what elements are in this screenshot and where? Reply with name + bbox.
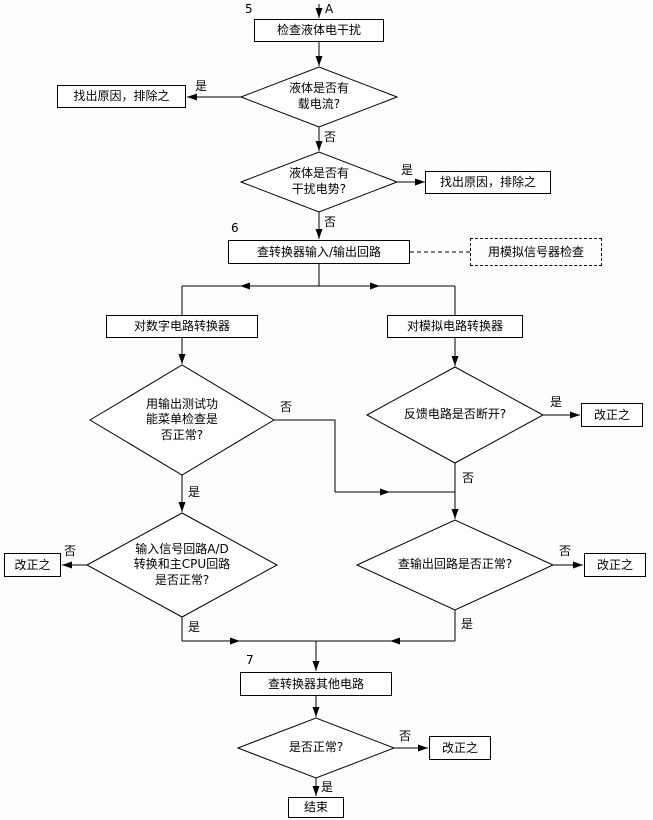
decision-diamond-shapes — [85, 66, 555, 779]
branch-no-d2: 否 — [324, 215, 337, 229]
branch-no-d6: 否 — [64, 544, 77, 558]
branch-no-d5: 否 — [559, 544, 572, 558]
diamond-output-test — [89, 364, 275, 476]
node-fix-final: 改正之 — [429, 736, 491, 760]
page-connector-a: A — [325, 2, 334, 16]
branch-no-d4: 否 — [462, 471, 475, 485]
diamond-has-current — [239, 66, 399, 128]
branch-yes-d1: 是 — [195, 79, 208, 93]
node-find-cause-right: 找出原因，排除之 — [425, 171, 551, 194]
node-check-other-circuits: 查转换器其他电路 — [240, 672, 392, 696]
node-check-io-circuit: 查转换器输入/输出回路 — [228, 240, 410, 264]
diamond-final-check — [236, 717, 396, 779]
diamond-input-cpu — [85, 512, 279, 618]
branch-yes-d7: 是 — [321, 780, 334, 794]
node-end: 结束 — [288, 797, 344, 818]
step-number-5: 5 — [245, 2, 253, 16]
flow-connectors — [62, 4, 583, 796]
branch-yes-d3: 是 — [188, 485, 201, 499]
node-digital-converter: 对数字电路转换器 — [106, 315, 258, 338]
diamond-output-circuit — [355, 519, 555, 611]
step-number-7: 7 — [246, 653, 254, 667]
node-fix-feedback: 改正之 — [581, 403, 643, 427]
branch-yes-d5: 是 — [461, 617, 474, 631]
branch-yes-d4: 是 — [550, 395, 563, 409]
node-analog-signal-note: 用模拟信号器检查 — [470, 238, 602, 266]
node-fix-input: 改正之 — [4, 553, 61, 577]
branch-yes-d6: 是 — [188, 620, 201, 634]
branch-no-d1: 否 — [324, 130, 337, 144]
diamond-has-potential — [239, 151, 399, 213]
node-find-cause-left: 找出原因，排除之 — [57, 85, 186, 108]
node-check-liquid-interference: 检查液体电干扰 — [254, 19, 384, 42]
branch-no-d7: 否 — [399, 729, 412, 743]
diamond-feedback-open — [365, 366, 545, 464]
branch-no-d3: 否 — [280, 400, 293, 414]
step-number-6: 6 — [231, 221, 239, 235]
node-fix-output: 改正之 — [584, 553, 646, 577]
branch-yes-d2: 是 — [401, 163, 414, 177]
node-analog-converter: 对模拟电路转换器 — [387, 315, 523, 338]
